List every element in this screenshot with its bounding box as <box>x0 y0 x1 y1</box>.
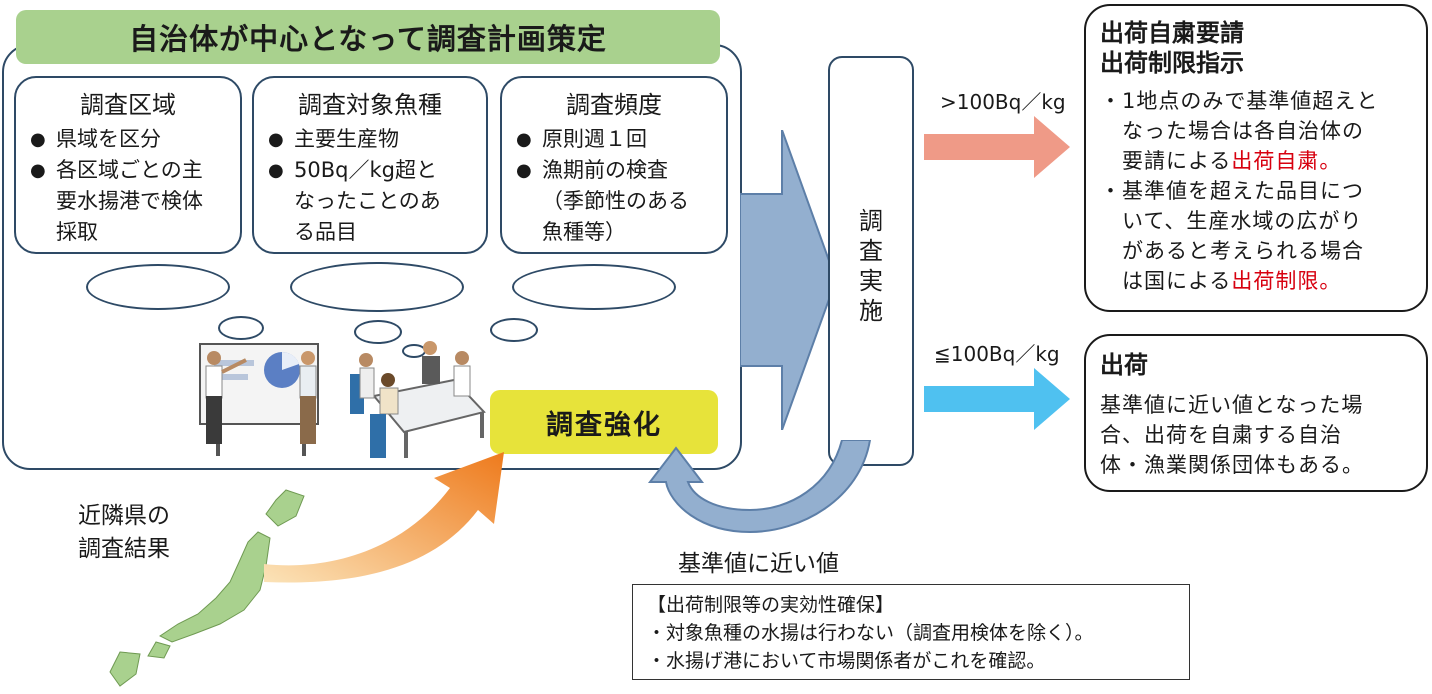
restriction-line: があると考えられる場合 <box>1100 239 1364 263</box>
bullet-icon: ● <box>268 129 284 150</box>
note-heading: 【出荷制限等の実効性確保】 <box>647 594 895 616</box>
restriction-line: 要請による出荷自粛。 <box>1100 149 1342 173</box>
neighbor-label: 近隣県の 調査結果 <box>78 500 170 566</box>
restriction-title: 出荷自粛要請 <box>1100 19 1244 47</box>
meeting-presentation-illustration <box>199 343 319 456</box>
arrow-under-icon <box>924 368 1070 430</box>
thought-bubble <box>218 316 264 340</box>
restriction-line: ・1地点のみで基準値超えと <box>1100 89 1379 113</box>
bullet-item: ● 原則週１回 <box>516 124 712 155</box>
shipment-line: 基準値に近い値となった場 <box>1100 393 1364 417</box>
bullet-text: る品目 <box>294 220 357 244</box>
bullet-text: 原則週１回 <box>542 127 647 151</box>
neighbor-line: 近隣県の <box>78 503 170 529</box>
restriction-line: は国による出荷制限。 <box>1100 269 1342 293</box>
note-line: ・水揚げ港において市場関係者がこれを確認。 <box>647 650 1046 672</box>
bullet-text: 漁期前の検査 <box>542 158 668 182</box>
shipment-line: 体・漁業関係団体もある。 <box>1100 453 1364 477</box>
neighbor-line: 調査結果 <box>78 536 170 562</box>
restriction-title: 出荷制限指示 <box>1100 49 1244 77</box>
implementation-label: 調 査 実 施 <box>828 206 914 326</box>
card-title: 調査頻度 <box>566 91 662 119</box>
card-title: 調査対象魚種 <box>298 91 442 119</box>
bullet-icon: ● <box>30 129 46 150</box>
enhance-label: 調査強化 <box>490 390 718 454</box>
card-title: 調査区域 <box>80 91 176 119</box>
bullet-icon: ● <box>516 129 532 150</box>
near-value-label: 基準値に近い値 <box>678 551 839 577</box>
note-line: ・対象魚種の水揚は行わない（調査用検体を除く）。 <box>647 622 1094 644</box>
planning-title: 自治体が中心となって調査計画策定 <box>16 10 720 64</box>
plan-card-area: 調査区域 ● 県域を区分 ● 各区域ごとの主 要水揚港で検体 採取 <box>14 76 242 254</box>
shipment-line: 合、出荷を自粛する自治 <box>1100 423 1342 447</box>
implementation-box <box>828 56 914 466</box>
bullet-icon: ● <box>268 160 284 181</box>
bullet-icon: ● <box>30 160 46 181</box>
bullet-item: ● 各区域ごとの主 <box>30 155 226 186</box>
bullet-text: 魚種等） <box>542 220 626 244</box>
threshold-under-label: ≦100Bq／kg <box>934 342 1060 366</box>
feedback-arrow-icon <box>647 440 872 534</box>
restriction-line: ・基準値を超えた品目につ <box>1100 179 1364 203</box>
restriction-line: なった場合は各自治体の <box>1100 119 1364 143</box>
note-box: 【出荷制限等の実効性確保】 ・対象魚種の水揚は行わない（調査用検体を除く）。 ・… <box>632 584 1190 680</box>
neighbor-arrow-icon <box>264 452 504 583</box>
bullet-text: 50Bq／kg超と <box>294 158 437 182</box>
bullet-item: ● 主要生産物 <box>268 124 472 155</box>
bullet-item: ● 県域を区分 <box>30 124 226 155</box>
thought-bubble <box>354 320 402 344</box>
bullet-item: ● 漁期前の検査 <box>516 155 712 186</box>
threshold-over-label: >100Bq／kg <box>940 90 1066 114</box>
bullet-text: なったことのあ <box>294 189 441 213</box>
bullet-text: 要水揚港で検体 <box>56 189 203 213</box>
flow-arrow-icon <box>740 130 838 430</box>
thought-bubble <box>490 318 538 342</box>
plan-card-species: 調査対象魚種 ● 主要生産物 ● 50Bq／kg超と なったことのあ る品目 <box>252 76 488 254</box>
bullet-icon: ● <box>516 160 532 181</box>
plan-card-frequency: 調査頻度 ● 原則週１回 ● 漁期前の検査 （季節性のある 魚種等） <box>500 76 728 254</box>
shipment-box: 出荷 基準値に近い値となった場 合、出荷を自粛する自治 体・漁業関係団体もある。 <box>1084 334 1428 492</box>
meeting-table-illustration <box>350 341 486 458</box>
bullet-text: （季節性のある <box>542 189 689 213</box>
thought-bubble <box>512 264 676 310</box>
thought-bubble <box>86 264 230 310</box>
japan-map-illustration <box>109 489 305 687</box>
arrow-over-icon <box>924 116 1070 178</box>
restriction-line: いて、生産水域の広がり <box>1100 209 1363 233</box>
bullet-text: 県域を区分 <box>56 127 161 151</box>
bullet-item: ● 50Bq／kg超と <box>268 155 472 186</box>
implementation-text: 調 査 実 施 <box>859 207 883 325</box>
thought-bubble <box>290 262 464 312</box>
restriction-box: 出荷自粛要請 出荷制限指示 ・1地点のみで基準値超えと なった場合は各自治体の … <box>1084 4 1428 312</box>
bullet-text: 各区域ごとの主 <box>56 158 203 182</box>
bullet-text: 主要生産物 <box>294 127 399 151</box>
shipment-title: 出荷 <box>1100 351 1148 379</box>
bullet-text: 採取 <box>56 220 98 244</box>
